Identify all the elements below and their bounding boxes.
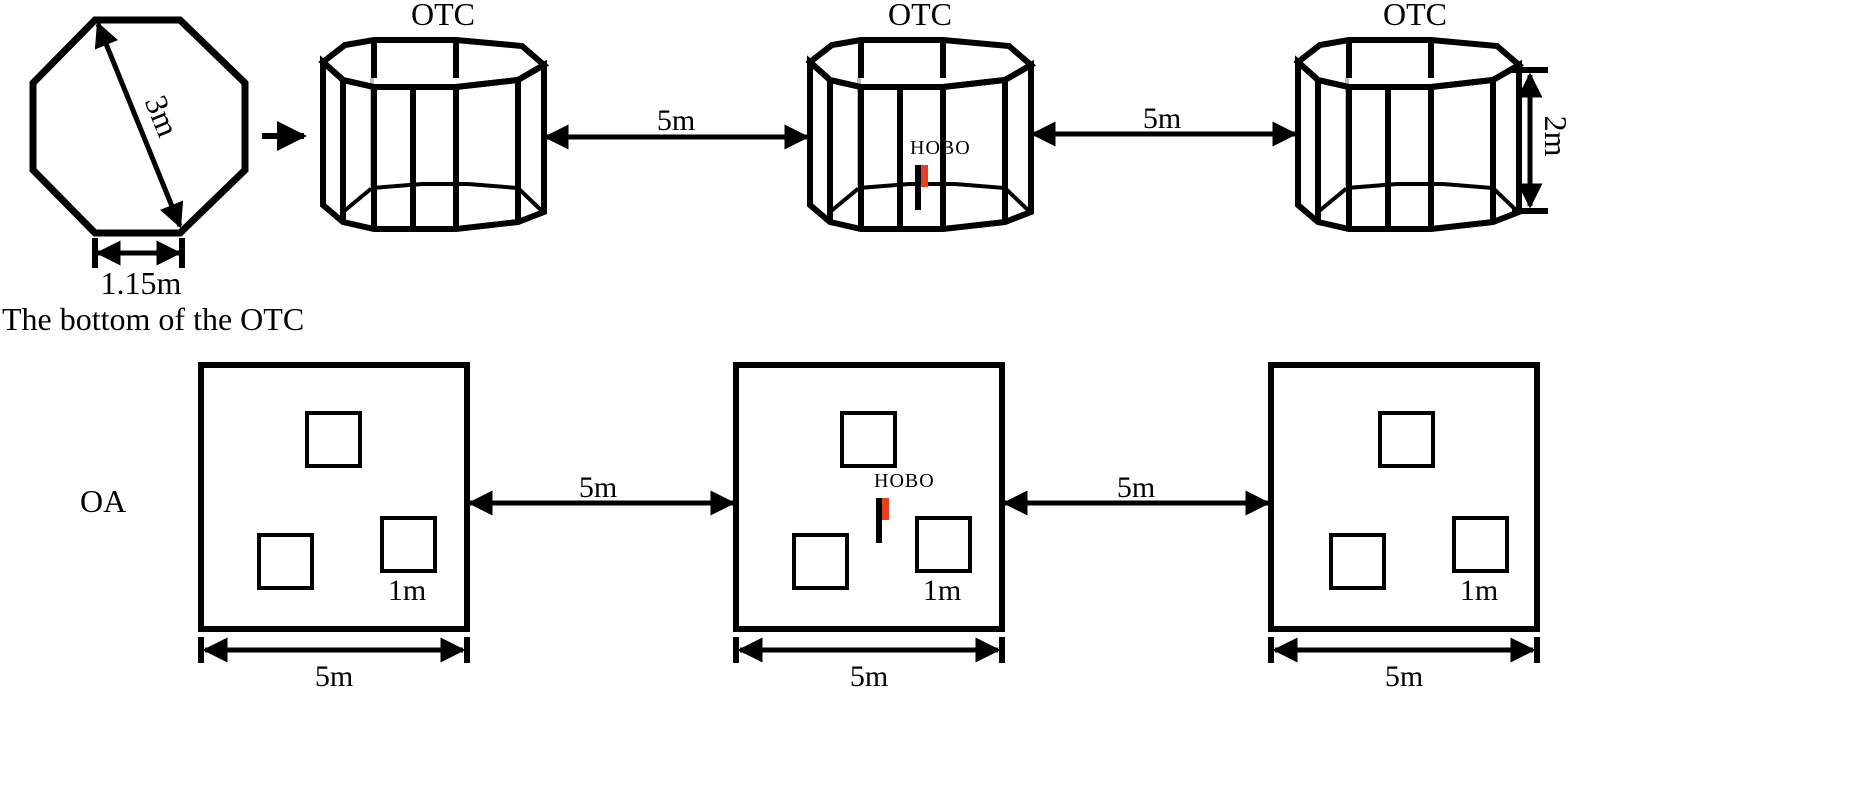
subplot: [1329, 533, 1386, 590]
otc-label-2: OTC: [888, 0, 952, 32]
side-label: 1.15m: [101, 265, 182, 301]
subplot: [257, 533, 314, 590]
subplot-size-label: 1m: [388, 574, 426, 607]
hobo-label-otc: HOBO: [910, 137, 971, 159]
oa-row-label: OA: [80, 483, 126, 519]
subplot: [1452, 516, 1509, 573]
oa-spacing-label-1: 5m: [579, 471, 617, 504]
oa-plot-3: 1m 5m: [1268, 362, 1540, 693]
oa-plot-2: HOBO 1m 5m: [733, 362, 1005, 693]
otc-bottom-octagon: 3m 1.15m The bottom of the OTC: [2, 16, 304, 337]
subplot: [840, 411, 897, 468]
plot-width-label: 5m: [315, 660, 353, 693]
plot-width-label: 5m: [850, 660, 888, 693]
otc-chamber-3: 2m OTC: [1293, 0, 1574, 232]
otc-label-3: OTC: [1383, 0, 1447, 32]
subplot: [915, 516, 972, 573]
subplot: [1378, 411, 1435, 468]
plot-width-label: 5m: [1385, 660, 1423, 693]
otc-chamber-1: OTC: [318, 0, 550, 232]
otc-spacing-label-2: 5m: [1143, 102, 1181, 135]
subplot: [380, 516, 437, 573]
hobo-label-oa: HOBO: [874, 470, 935, 492]
subplot-size-label: 1m: [923, 574, 961, 607]
diagonal-arrow: [94, 21, 184, 229]
oa-spacing-label-2: 5m: [1117, 471, 1155, 504]
hobo-sensor-otc: HOBO: [910, 137, 971, 210]
hobo-sensor-oa: HOBO: [874, 470, 935, 543]
subplot-size-label: 1m: [1460, 574, 1498, 607]
subplot: [305, 411, 362, 468]
oa-plot-1: 1m 5m: [198, 362, 470, 693]
otc-label-1: OTC: [411, 0, 475, 32]
subplot: [792, 533, 849, 590]
otc-chamber-2: HOBO OTC: [805, 0, 1037, 232]
octagon-caption: The bottom of the OTC: [2, 301, 304, 337]
height-label: 2m: [1538, 116, 1574, 157]
otc-spacing-label-1: 5m: [657, 104, 695, 137]
